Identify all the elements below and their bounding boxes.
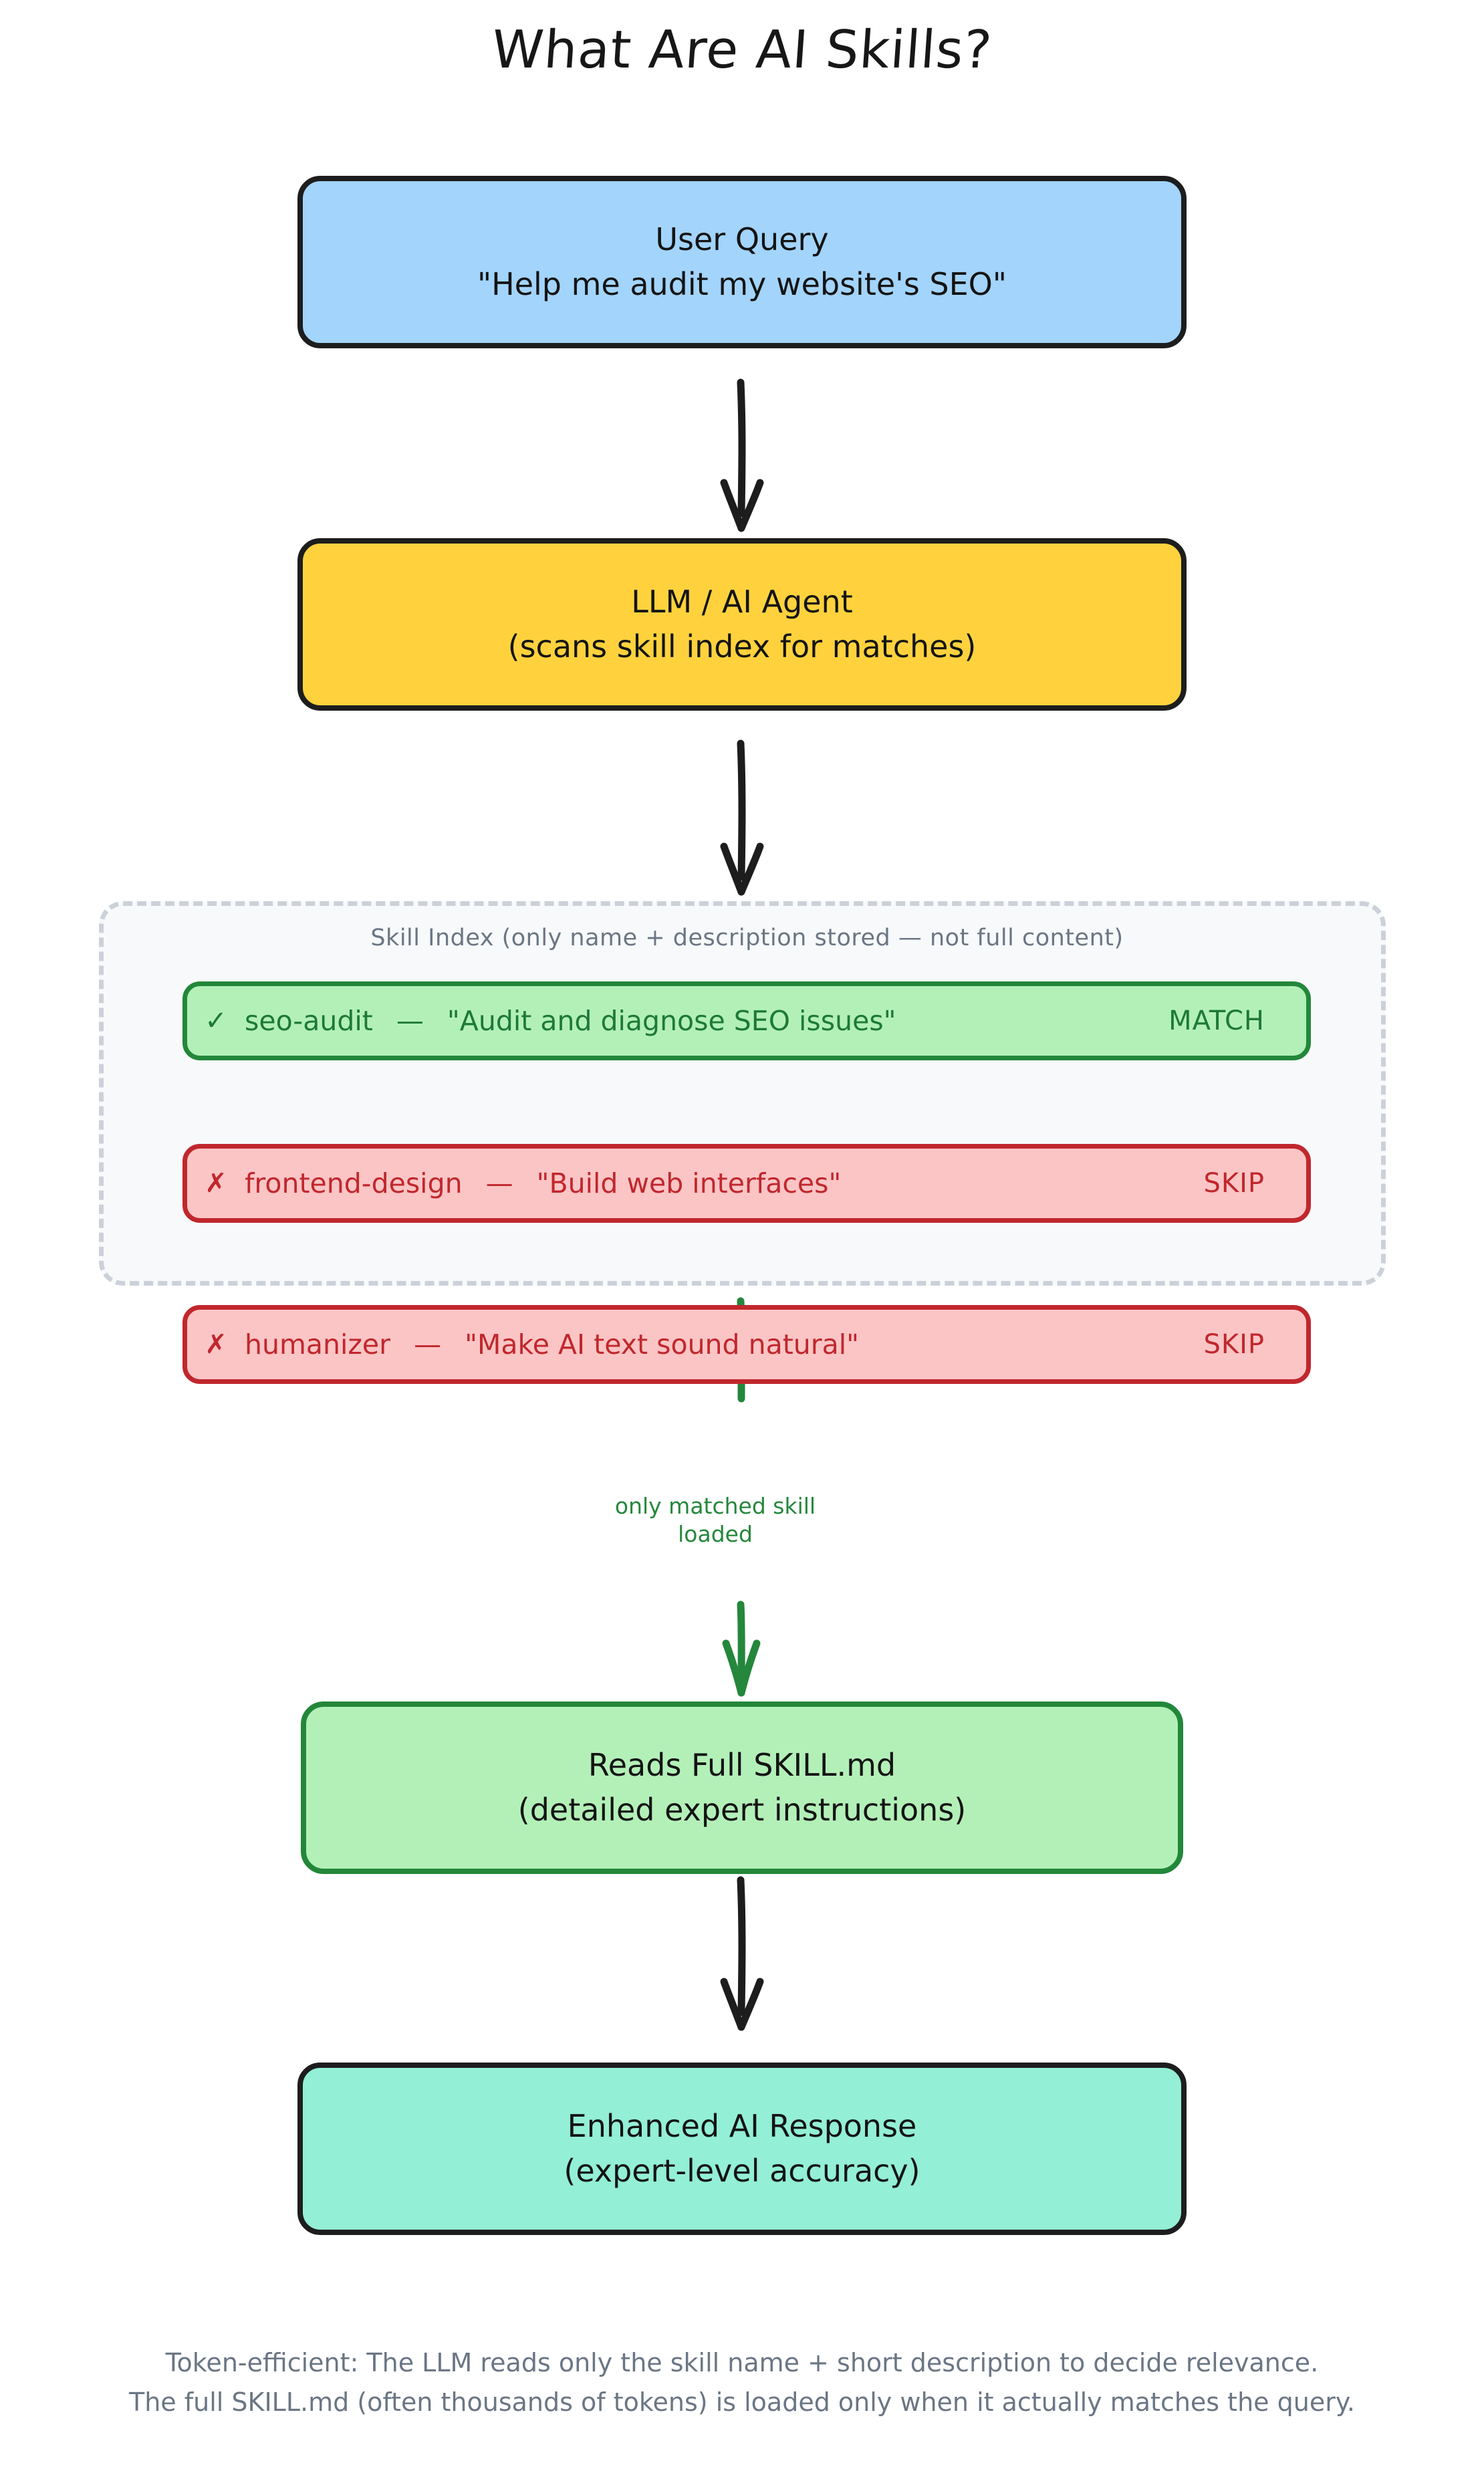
skill-row-frontend-design[interactable]: ✗ frontend-design — "Build web interface… <box>182 1144 1311 1223</box>
skill-index-title: Skill Index (only name + description sto… <box>370 925 1124 951</box>
node-reads-full-skill-md[interactable]: Reads Full SKILL.md (detailed expert ins… <box>301 1701 1183 1874</box>
skill-dash: — <box>485 1167 513 1199</box>
skill-row-humanizer[interactable]: ✗ humanizer — "Make AI text sound natura… <box>182 1305 1311 1384</box>
skill-description: "Audit and diagnose SEO issues" <box>447 1005 896 1037</box>
check-icon: ✓ <box>205 1006 227 1036</box>
skill-index-container: Skill Index (only name + description sto… <box>99 901 1386 1384</box>
skill-description: "Build web interfaces" <box>536 1167 842 1199</box>
skill-dash: — <box>396 1005 424 1037</box>
node-reads-skill-line1: Reads Full SKILL.md <box>588 1747 896 1784</box>
skill-name: seo-audit <box>245 1005 373 1037</box>
footer-note: Token-efficient: The LLM reads only the … <box>0 2343 1484 2422</box>
status-badge: SKIP <box>1203 1329 1265 1360</box>
status-badge: MATCH <box>1168 1006 1265 1036</box>
node-user-query-line1: User Query <box>655 221 829 258</box>
edge-label-only-matched-skill-loaded: only matched skill loaded <box>614 1493 816 1548</box>
node-llm-agent[interactable]: LLM / AI Agent (scans skill index for ma… <box>297 538 1187 711</box>
page-title: What Are AI Skills? <box>489 20 995 80</box>
cross-icon: ✗ <box>205 1329 227 1360</box>
node-reads-skill-line2: (detailed expert instructions) <box>517 1792 967 1828</box>
skill-row-seo-audit-body: seo-audit — "Audit and diagnose SEO issu… <box>245 1005 1168 1037</box>
node-llm-agent-line2: (scans skill index for matches) <box>507 628 977 665</box>
skill-row-humanizer-body: humanizer — "Make AI text sound natural" <box>245 1328 1203 1361</box>
skill-row-seo-audit[interactable]: ✓ seo-audit — "Audit and diagnose SEO is… <box>182 981 1311 1060</box>
status-badge: SKIP <box>1203 1168 1265 1199</box>
arrow-reads-to-response <box>720 1876 764 2031</box>
footer-line-2: The full SKILL.md (often thousands of to… <box>129 2387 1355 2417</box>
node-user-query[interactable]: User Query "Help me audit my website's S… <box>297 176 1187 348</box>
skill-row-frontend-design-body: frontend-design — "Build web interfaces" <box>245 1167 1203 1199</box>
node-enhanced-ai-response[interactable]: Enhanced AI Response (expert-level accur… <box>297 2063 1187 2235</box>
arrow-agent-to-index <box>720 739 764 896</box>
footer-line-1: Token-efficient: The LLM reads only the … <box>165 2348 1319 2377</box>
skill-description: "Make AI text sound natural" <box>465 1328 860 1361</box>
node-enhanced-response-line2: (expert-level accuracy) <box>564 2153 920 2189</box>
node-llm-agent-line1: LLM / AI Agent <box>631 584 853 620</box>
cross-icon: ✗ <box>205 1168 227 1199</box>
node-user-query-line2: "Help me audit my website's SEO" <box>477 266 1007 302</box>
skill-dash: — <box>414 1328 442 1361</box>
skill-name: humanizer <box>245 1328 391 1361</box>
node-enhanced-response-line1: Enhanced AI Response <box>567 2108 917 2145</box>
skill-name: frontend-design <box>245 1167 463 1199</box>
arrow-query-to-agent <box>720 378 764 532</box>
